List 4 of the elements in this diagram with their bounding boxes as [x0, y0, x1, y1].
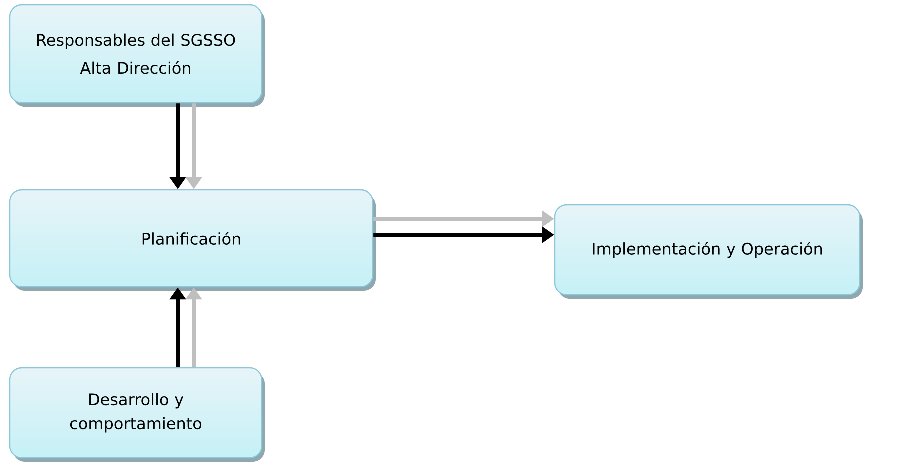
process-box: Desarrollo y comportamiento: [9, 367, 265, 462]
process-box: Implementación y Operación: [554, 204, 863, 299]
process-box: Planificación: [9, 189, 376, 291]
process-box: Responsables del SGSSO Alta Dirección: [9, 4, 265, 107]
